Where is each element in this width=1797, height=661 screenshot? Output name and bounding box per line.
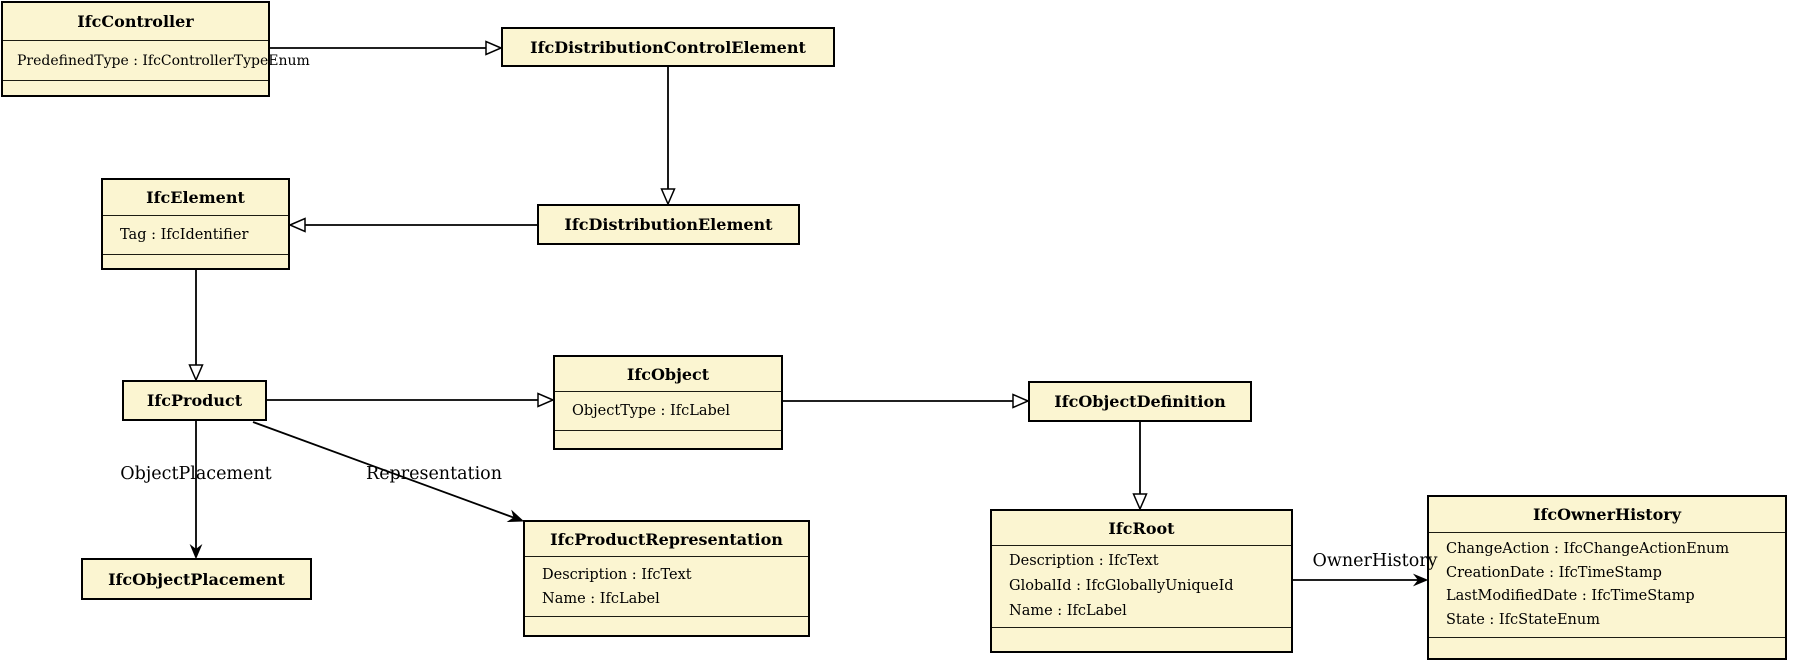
class-title-ifcelement: IfcElement [103,180,288,216]
class-box-ifcproductrepresentation: IfcProductRepresentation Description : I… [523,520,810,637]
class-box-ifcobjectdefinition: IfcObjectDefinition [1028,381,1252,422]
class-box-ifcdistributioncontrolelement: IfcDistributionControlElement [501,27,835,67]
class-box-ifcobject: IfcObject ObjectType : IfcLabel [553,355,783,450]
class-attributes-ifcelement: Tag : IfcIdentifier [103,216,288,255]
attribute-line: PredefinedType : IfcControllerTypeEnum [17,52,310,69]
association-arrow-icon [189,543,203,560]
edge-label-objectplacement: ObjectPlacement [120,464,272,484]
association-arrow-icon [506,509,525,523]
attribute-line: LastModifiedDate : IfcTimeStamp [1446,588,1695,604]
class-title-ifcproduct: IfcProduct [146,391,243,410]
class-title-ifcobjectdefinition: IfcObjectDefinition [1054,392,1226,411]
class-title-ifccontroller: IfcController [3,3,268,41]
attribute-line: Tag : IfcIdentifier [120,227,249,243]
class-attributes-ifcownerhistory: ChangeAction : IfcChangeActionEnum Creat… [1429,533,1785,638]
class-operations-empty [103,255,288,268]
class-operations-empty [3,81,268,95]
class-title-ifcdistributioncontrolelement: IfcDistributionControlElement [530,37,806,57]
class-box-ifcelement: IfcElement Tag : IfcIdentifier [101,178,290,270]
class-operations-empty [525,617,808,635]
class-title-ifcproductrepresentation: IfcProductRepresentation [525,522,808,557]
association-arrow-icon [1412,573,1429,587]
class-attributes-ifcproductrepresentation: Description : IfcText Name : IfcLabel [525,557,808,617]
inheritance-arrow-icon [188,364,204,382]
class-box-ifcdistributionelement: IfcDistributionElement [537,204,800,245]
inheritance-arrow-icon [537,392,555,408]
class-operations-empty [1429,638,1785,658]
class-box-ifcroot: IfcRoot Description : IfcText GlobalId :… [990,509,1293,653]
class-box-ifcproduct: IfcProduct [122,380,267,421]
class-title-ifcownerhistory: IfcOwnerHistory [1429,497,1785,533]
class-operations-empty [992,628,1291,651]
inheritance-arrow-icon [1132,493,1148,511]
attribute-line: CreationDate : IfcTimeStamp [1446,564,1662,581]
class-title-ifcroot: IfcRoot [992,511,1291,546]
inheritance-arrow-icon [1012,393,1030,409]
edge-label-ownerhistory: OwnerHistory [1312,551,1438,571]
class-box-ifcownerhistory: IfcOwnerHistory ChangeAction : IfcChange… [1427,495,1787,660]
attribute-line: ChangeAction : IfcChangeActionEnum [1446,541,1730,557]
class-attributes-ifccontroller: PredefinedType : IfcControllerTypeEnum [3,41,310,81]
attribute-line: Description : IfcText [1009,553,1159,569]
class-title-ifcobject: IfcObject [555,357,781,392]
inheritance-arrow-icon [485,40,503,56]
attribute-line: Name : IfcLabel [1009,603,1127,619]
class-title-ifcdistributionelement: IfcDistributionElement [564,215,773,234]
attribute-line: GlobalId : IfcGloballyUniqueId [1009,578,1234,594]
class-box-ifccontroller: IfcController PredefinedType : IfcContro… [1,1,310,97]
class-title-ifcobjectplacement: IfcObjectPlacement [108,569,285,589]
class-attributes-ifcroot: Description : IfcText GlobalId : IfcGlob… [992,546,1291,628]
inheritance-arrow-icon [288,217,306,233]
class-operations-empty [555,431,781,448]
attribute-line: ObjectType : IfcLabel [572,403,731,419]
edge-label-representation: Representation [366,464,502,484]
attribute-line: State : IfcStateEnum [1446,611,1600,628]
class-box-ifcobjectplacement: IfcObjectPlacement [81,558,312,600]
class-attributes-ifcobject: ObjectType : IfcLabel [555,392,781,431]
attribute-line: Description : IfcText [542,566,692,583]
attribute-line: Name : IfcLabel [542,590,660,607]
inheritance-arrow-icon [660,188,676,206]
